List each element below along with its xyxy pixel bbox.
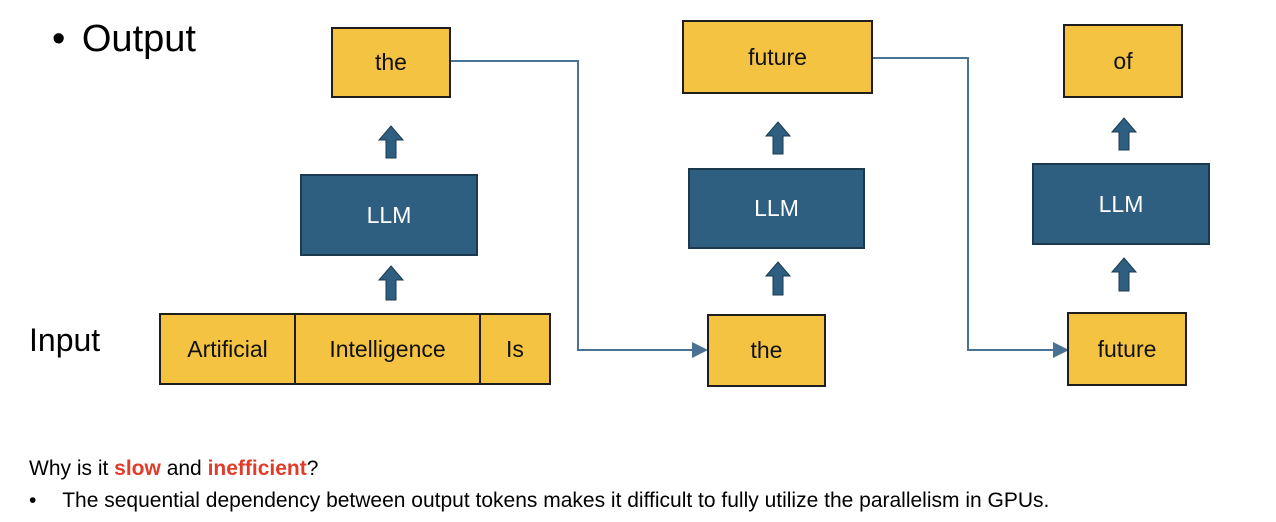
question-suffix: ? [306,457,319,480]
step1-input-token-artificial: Artificial [159,313,296,385]
output-section: • Output [52,18,196,61]
step2-llm-box: LLM [688,168,865,249]
connector-the-to-step2 [450,60,708,358]
up-arrow-icon [377,125,405,159]
output-label: Output [81,18,196,60]
step3-output-token: of [1063,24,1183,98]
step1-output-token: the [331,27,451,98]
up-arrow-icon [1110,257,1138,292]
input-label: Input [29,322,101,358]
bullet-text: The sequential dependency between output… [62,489,1050,512]
question-text: Why is it slow and inefficient? [29,457,318,481]
step3-input-token: future [1067,312,1187,386]
bullet-marker: • [29,489,37,512]
highlight-inefficient: inefficient [207,457,307,480]
up-arrow-icon [1110,117,1138,151]
question-middle: and [160,457,208,480]
step1-input-token-intelligence: Intelligence [294,313,481,385]
step3-llm-box: LLM [1032,163,1210,245]
up-arrow-icon [764,121,792,155]
bullet-point: • The sequential dependency between outp… [29,489,1049,513]
step1-llm-box: LLM [300,174,478,256]
up-arrow-icon [764,261,792,296]
step2-input-token: the [707,314,826,387]
step2-output-token: future [682,20,873,94]
connector-future-to-step3 [872,57,1069,358]
bullet-marker: • [52,18,66,60]
question-prefix: Why is it [29,457,115,480]
step1-input-token-is: Is [479,313,551,385]
up-arrow-icon [377,265,405,301]
highlight-slow: slow [114,457,161,480]
